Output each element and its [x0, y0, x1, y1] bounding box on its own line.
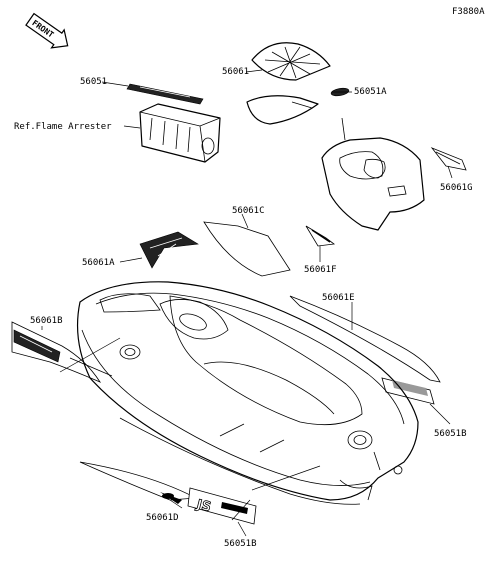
- leader-lines: [41, 69, 453, 537]
- label-56061b: 56061B: [30, 316, 63, 326]
- label-56061f: 56061F: [304, 265, 337, 275]
- figure-code: F3880A: [452, 7, 485, 17]
- label-56061d: 56061D: [146, 513, 179, 523]
- label-56051b-right: 56051B: [434, 429, 467, 439]
- decal-pad: [246, 95, 319, 125]
- svg-text:JS: JS: [194, 497, 212, 515]
- decal-56061f: [305, 225, 336, 247]
- decal-56051: [126, 83, 204, 105]
- label-56051: 56051: [80, 77, 107, 87]
- decal-56061b: [11, 321, 102, 383]
- label-56061: 56061: [222, 67, 249, 77]
- decal-56061c: [203, 221, 291, 277]
- label-56051a: 56051A: [354, 87, 387, 97]
- flame-arrester: [139, 103, 221, 163]
- front-arrow-indicator: FRONT: [25, 12, 69, 49]
- decal-56061e: [289, 295, 441, 383]
- label-56061c: 56061C: [232, 206, 265, 216]
- decal-56061a: [139, 231, 199, 269]
- decal-56061g-line: [435, 151, 461, 165]
- label-56061g: 56061G: [440, 183, 473, 193]
- decal-56061d: [79, 461, 198, 504]
- hull-body: [76, 281, 419, 505]
- label-56051b-bottom: 56051B: [224, 539, 257, 549]
- decal-56051b-stripe: [381, 377, 435, 405]
- decal-56051b-logo: JS: [187, 487, 257, 525]
- label-ref-flame-arrester: Ref.Flame Arrester: [14, 122, 112, 132]
- label-56061a: 56061A: [82, 258, 115, 268]
- decal-56061g: [430, 147, 467, 171]
- label-56061e: 56061E: [322, 293, 355, 303]
- decal-56061-seat: [251, 42, 331, 81]
- steering-cover: [321, 117, 425, 231]
